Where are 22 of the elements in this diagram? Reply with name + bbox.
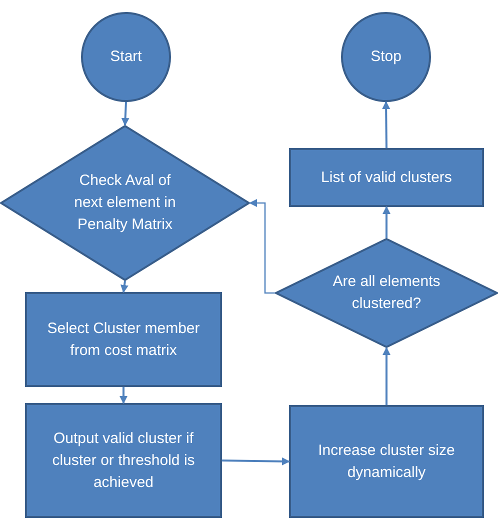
decision-diamond bbox=[275, 238, 498, 348]
process-box bbox=[25, 403, 222, 518]
process-box bbox=[25, 292, 222, 387]
arrow bbox=[249, 199, 275, 294]
arrow bbox=[222, 457, 290, 466]
process-box bbox=[289, 405, 484, 518]
step-label: List of valid clusters bbox=[320, 168, 453, 188]
arrow bbox=[382, 347, 390, 405]
arrow bbox=[121, 102, 130, 126]
arrow bbox=[120, 387, 128, 404]
step-label: Stop bbox=[370, 47, 402, 67]
decision-diamond bbox=[0, 125, 250, 281]
step-label: Select Cluster member from cost matrix bbox=[46, 318, 201, 360]
arrow bbox=[382, 206, 390, 238]
process-box bbox=[289, 148, 484, 207]
arrow bbox=[382, 101, 390, 148]
step-label: Output valid cluster if cluster or threshold is achieved bbox=[51, 428, 196, 492]
step-label: Start bbox=[109, 47, 143, 67]
step-label: Are all elements clustered? bbox=[332, 272, 442, 314]
step-label: Increase cluster size dynamically bbox=[317, 440, 456, 482]
arrow bbox=[120, 280, 128, 293]
step-label: Check Aval of next element in Penalty Matrix bbox=[73, 171, 177, 235]
